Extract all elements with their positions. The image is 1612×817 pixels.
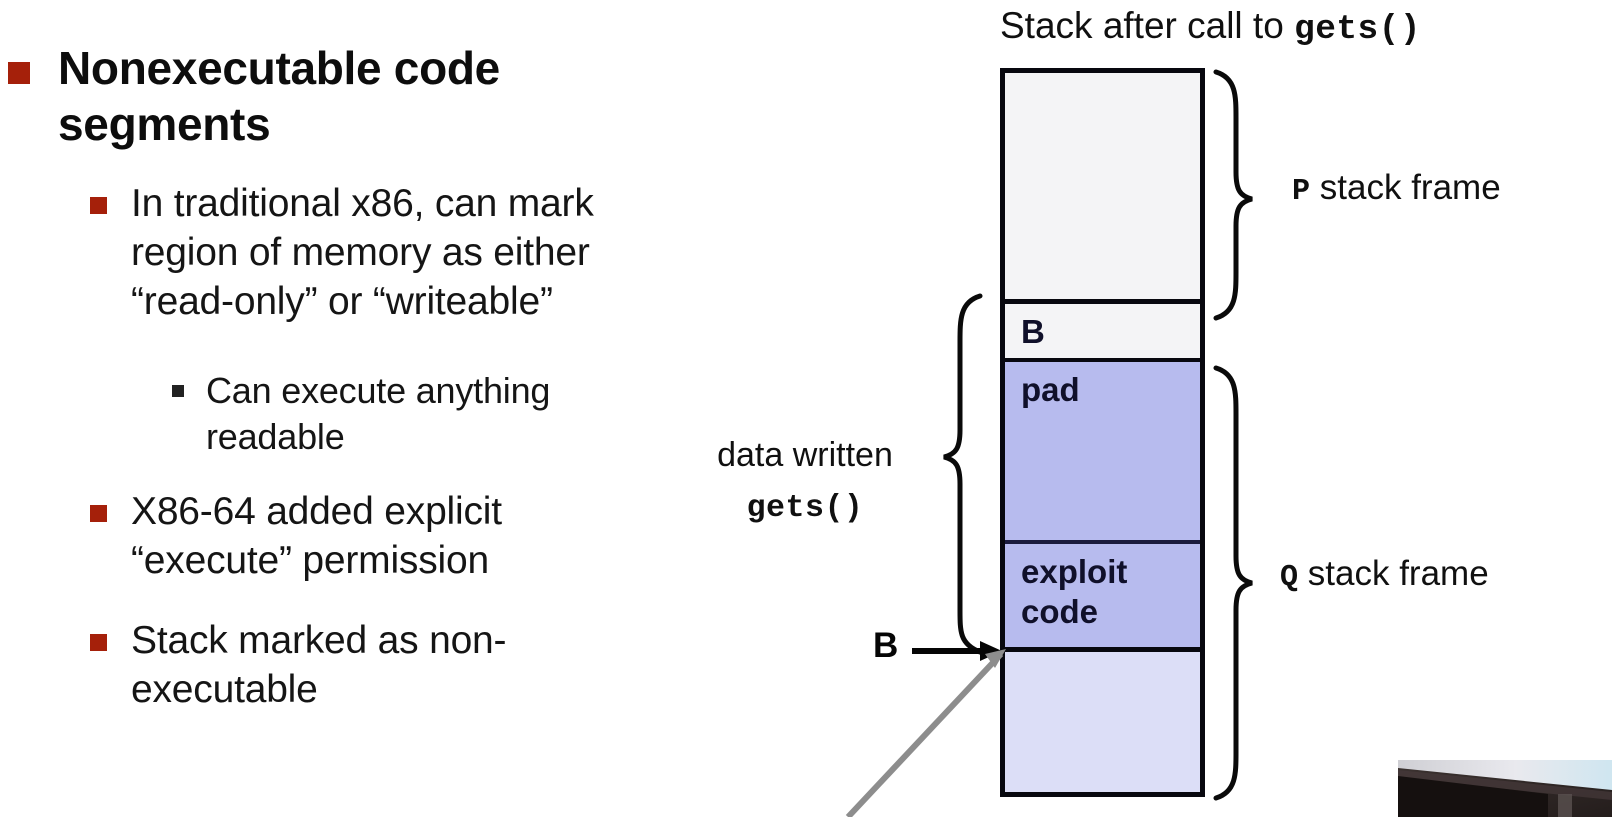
bullet-row-x86-64-explicit: X86-64 added explicit “execute” permissi… <box>90 488 720 586</box>
video-overlay-graphic <box>1398 760 1612 817</box>
bullet-text: Can execute anything readable <box>206 370 551 458</box>
label-q-code: Q <box>1280 561 1299 595</box>
bullet-marker-square-icon <box>90 505 107 522</box>
bullet-marker-square-icon <box>8 62 30 84</box>
stack-cell-label <box>1005 652 1021 660</box>
stack-diagram: Stack after call to gets() B pad exploit… <box>680 0 1612 817</box>
stack-cell-label <box>1005 73 1021 81</box>
slide-outline: Nonexecutable code segments In tradition… <box>0 0 720 817</box>
stack-cell-p-frame-space <box>1005 73 1200 304</box>
stack-cell-label: B <box>1021 313 1045 350</box>
annotation-pointer-b: B <box>873 626 899 665</box>
brace-data-written <box>943 293 983 655</box>
stack-column: B pad exploit code <box>1000 68 1205 797</box>
stack-cell-remaining <box>1005 652 1200 792</box>
pointer-arrow-b-head <box>980 641 1002 661</box>
bullet-row-can-execute: Can execute anything readable <box>172 368 722 460</box>
brace-p-stack-frame <box>1213 69 1253 321</box>
bullet-text: X86-64 added explicit “execute” permissi… <box>131 490 502 582</box>
annotation-gets-code: gets() <box>746 491 864 526</box>
diagram-title: Stack after call to gets() <box>1000 5 1421 49</box>
label-p-code: P <box>1292 175 1311 209</box>
bullet-row-level1: Nonexecutable code segments <box>8 40 708 152</box>
diagram-title-gets-code: gets <box>1294 10 1379 49</box>
bullet-text: Stack marked as non- executable <box>131 619 507 711</box>
label-q-stack-frame: Q stack frame <box>1280 554 1489 595</box>
bullet-row-stack-nonexecutable: Stack marked as non- executable <box>90 617 720 715</box>
bullet-marker-square-icon <box>172 385 184 397</box>
annotation-gets-call: gets() <box>690 486 920 526</box>
label-q-text: stack frame <box>1298 554 1489 593</box>
diagram-title-prefix: Stack after call to <box>1000 5 1295 46</box>
brace-q-stack-frame <box>1213 365 1253 801</box>
bullet-marker-square-icon <box>90 634 107 651</box>
bullet-text: In traditional x86, can mark region of m… <box>131 182 594 323</box>
bullet-row-traditional-x86: In traditional x86, can mark region of m… <box>90 180 720 326</box>
label-p-text: stack frame <box>1310 168 1501 207</box>
stack-cell-label: exploit code <box>1021 553 1128 631</box>
diagram-title-parens: () <box>1378 10 1421 49</box>
stack-cell-pad: pad <box>1005 362 1200 544</box>
laser-pointer-arrow-shaft <box>845 651 1004 817</box>
label-p-stack-frame: P stack frame <box>1292 168 1501 209</box>
stack-cell-exploit-code: exploit code <box>1005 544 1200 652</box>
bullet-text: Nonexecutable code segments <box>58 42 500 151</box>
stack-cell-label: pad <box>1021 371 1080 408</box>
bullet-marker-square-icon <box>90 197 107 214</box>
video-overlay-sliver <box>1398 760 1612 817</box>
annotation-data-written: data written <box>717 436 893 474</box>
stack-cell-saved-b: B <box>1005 304 1200 362</box>
